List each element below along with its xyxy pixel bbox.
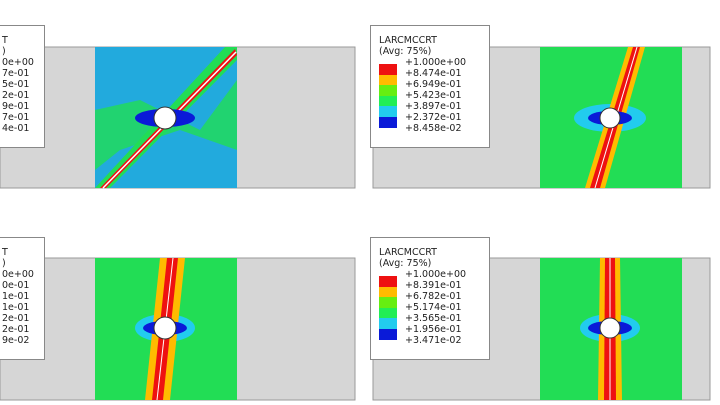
legend-swatch — [379, 106, 397, 117]
legend-value: 0e+00 — [2, 57, 34, 68]
legend-value: +1.000e+00 — [405, 57, 467, 68]
legend-value: +3.471e-02 — [405, 335, 462, 346]
legend-value: +8.458e-02 — [405, 123, 462, 134]
legend-value: 4e-01 — [2, 123, 30, 134]
contour-plot-bottom-left: T ) 0e+00 0e-01 1e-01 1e-01 2e-01 2e-01 … — [0, 210, 360, 405]
legend-value: 9e-02 — [2, 335, 30, 346]
legend-avg: (Avg: 75%) — [379, 46, 432, 57]
legend-value: +3.565e-01 — [405, 313, 462, 324]
legend-value: +6.782e-01 — [405, 291, 462, 302]
legend-value: +5.174e-01 — [405, 302, 462, 313]
legend-title: T — [2, 247, 8, 258]
legend-value: +6.949e-01 — [405, 79, 462, 90]
legend-value: +1.000e+00 — [405, 269, 467, 280]
legend-value: 0e-01 — [2, 280, 30, 291]
legend: T ) 0e+00 0e-01 1e-01 1e-01 2e-01 2e-01 … — [0, 237, 45, 360]
legend-value: +8.474e-01 — [405, 68, 462, 79]
legend-value: 9e-01 — [2, 101, 30, 112]
legend-value: +8.391e-01 — [405, 280, 462, 291]
legend-title: LARCMCCRT — [379, 35, 437, 46]
legend-value: 5e-01 — [2, 79, 30, 90]
contour-plot-top-right: LARCMCCRT (Avg: 75%) +1.000e+00 +8.474e-… — [360, 0, 720, 200]
legend-value: 1e-01 — [2, 302, 30, 313]
legend-swatch — [379, 276, 397, 287]
legend-swatch — [379, 95, 397, 107]
legend: T ) 0e+00 7e-01 5e-01 2e-01 9e-01 7e-01 … — [0, 25, 45, 148]
contour-plot-top-left: T ) 0e+00 7e-01 5e-01 2e-01 9e-01 7e-01 … — [0, 0, 360, 200]
legend-value: +3.897e-01 — [405, 101, 462, 112]
legend-swatch — [379, 64, 397, 75]
contour-plot-bottom-right: LARCMCCRT (Avg: 75%) +1.000e+00 +8.391e-… — [360, 210, 720, 405]
legend-value: 7e-01 — [2, 112, 30, 123]
plate-model — [0, 257, 356, 401]
legend-value: +1.956e-01 — [405, 324, 462, 335]
legend-value: 7e-01 — [2, 68, 30, 79]
legend-swatch — [379, 85, 397, 96]
legend-swatch — [379, 307, 397, 319]
legend-title: LARCMCCRT — [379, 247, 437, 258]
legend: LARCMCCRT (Avg: 75%) +1.000e+00 +8.391e-… — [370, 237, 490, 360]
legend-swatch — [379, 318, 397, 329]
legend-value: 2e-01 — [2, 324, 30, 335]
legend-swatch — [379, 297, 397, 308]
legend-swatch — [379, 329, 397, 340]
legend-avg: ) — [2, 258, 6, 269]
legend-avg: ) — [2, 46, 6, 57]
legend-value: 2e-01 — [2, 313, 30, 324]
legend-avg: (Avg: 75%) — [379, 258, 432, 269]
legend-swatch — [379, 117, 397, 128]
legend-value: +2.372e-01 — [405, 112, 462, 123]
legend-title: T — [2, 35, 8, 46]
legend-swatch — [379, 74, 397, 86]
legend-value: +5.423e-01 — [405, 90, 462, 101]
legend-value: 2e-01 — [2, 90, 30, 101]
legend-value: 1e-01 — [2, 291, 30, 302]
plate-model — [0, 46, 356, 189]
legend: LARCMCCRT (Avg: 75%) +1.000e+00 +8.474e-… — [370, 25, 490, 148]
legend-swatch — [379, 286, 397, 298]
legend-value: 0e+00 — [2, 269, 34, 280]
